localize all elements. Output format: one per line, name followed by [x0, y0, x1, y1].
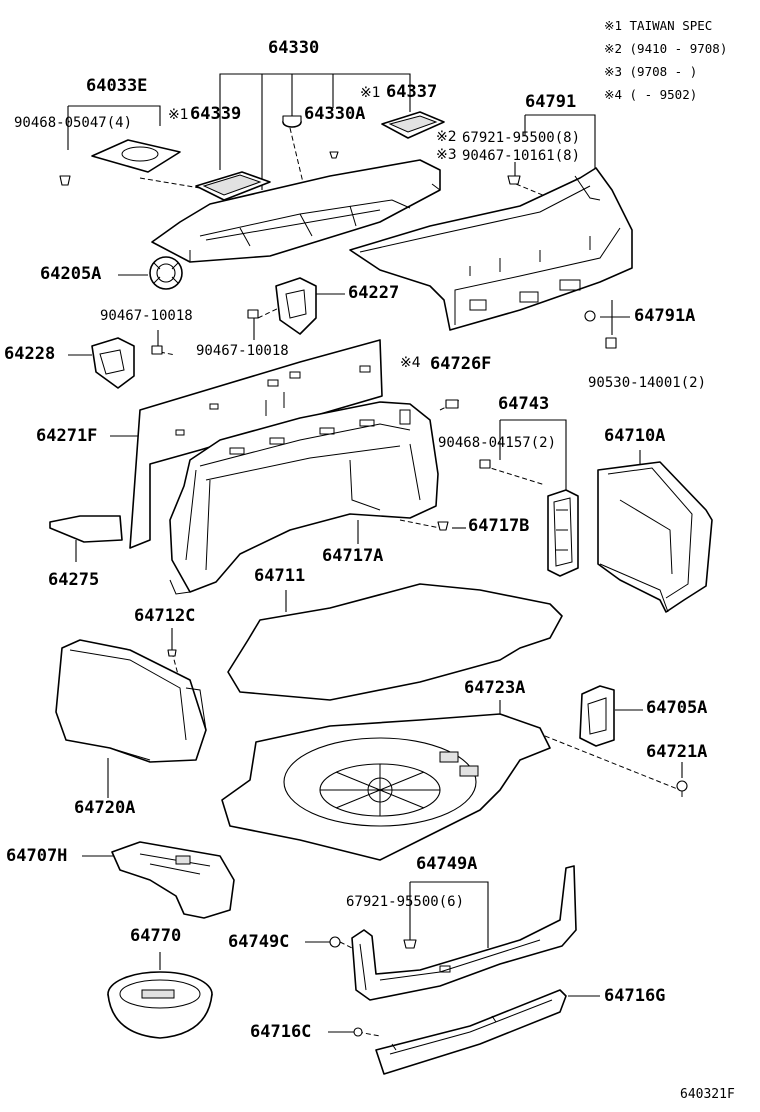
- trunk-lid-clips: [507, 175, 617, 349]
- part-label-64275: 64275: [48, 570, 100, 590]
- sill-clips: [329, 936, 417, 949]
- clip-64712C: [167, 649, 177, 657]
- package-tray-trim: [151, 159, 441, 263]
- part-label-64712C: 64712C: [134, 606, 196, 626]
- part-label-64711: 64711: [254, 566, 306, 586]
- part-label-90530-14001: 90530-14001(2): [588, 375, 707, 391]
- part-label-64726F: 64726F: [430, 354, 492, 374]
- spec-mark-4: ※4: [400, 355, 421, 371]
- part-label-64721A: 64721A: [646, 742, 708, 762]
- part-label-90467-10161: 90467-10161(8): [462, 148, 581, 164]
- tray-cover: [59, 139, 181, 186]
- part-label-64710A: 64710A: [604, 426, 666, 446]
- part-label-64723A: 64723A: [464, 678, 526, 698]
- part-label-64716G: 64716G: [604, 986, 666, 1006]
- spec-mark-3: ※3: [436, 147, 457, 163]
- spec-mark-2: ※2: [436, 129, 457, 145]
- spec-mark-taiwan-a: ※1: [168, 107, 189, 123]
- part-label-64705A: 64705A: [646, 698, 708, 718]
- clip-64716C: [353, 1027, 363, 1037]
- bracket-64228: [91, 337, 163, 389]
- right-side-trim: [597, 461, 713, 613]
- trunk-floor-mat: [227, 583, 563, 701]
- part-label-64720A: 64720A: [74, 798, 136, 818]
- lower-front-trim: [49, 515, 123, 543]
- jack-holder: [111, 841, 235, 919]
- part-label-64337: 64337: [386, 82, 438, 102]
- clip-64330A: [329, 151, 339, 159]
- part-label-64707H: 64707H: [6, 846, 68, 866]
- part-label-64205A: 64205A: [40, 264, 102, 284]
- part-label-64339: 64339: [190, 104, 242, 124]
- part-label-64749C: 64749C: [228, 932, 290, 952]
- part-label-64791A: 64791A: [634, 306, 696, 326]
- part-label-64033E: 64033E: [86, 76, 148, 96]
- part-label-64228: 64228: [4, 344, 56, 364]
- part-label-64227: 64227: [348, 283, 400, 303]
- trunk-sill-plate: [351, 865, 577, 1001]
- part-label-64330: 64330: [268, 38, 320, 58]
- small-cover-64705A: [579, 685, 615, 747]
- trunk-lid-trim: [349, 167, 633, 331]
- legend-note-2: ※2 (9410 - 9708): [604, 41, 728, 56]
- part-label-64743: 64743: [498, 394, 550, 414]
- bumper-step-plate: [375, 989, 567, 1075]
- trunk-floor-spare-well: [221, 713, 551, 861]
- part-label-64749A: 64749A: [416, 854, 478, 874]
- part-label-90468-05047: 90468-05047(4): [14, 115, 133, 131]
- tray-cap: [282, 115, 302, 128]
- part-label-90467-10018-upper: 90467-10018: [100, 308, 193, 324]
- clip-64721A: [676, 780, 688, 797]
- spec-mark-taiwan-b: ※1: [360, 85, 381, 101]
- part-label-64330A: 64330A: [304, 104, 366, 124]
- part-label-64791: 64791: [525, 92, 577, 112]
- part-label-90468-04157: 90468-04157(2): [438, 435, 557, 451]
- part-label-90467-10018-lower: 90467-10018: [196, 343, 289, 359]
- compartment-side-trim: [169, 401, 439, 595]
- part-label-67921-95500-6: 67921-95500(6): [346, 894, 465, 910]
- figure-id: 640321F: [680, 1087, 735, 1102]
- speaker-ring: [149, 256, 183, 290]
- trim-clips: [437, 399, 459, 531]
- left-storage-box: [55, 639, 207, 763]
- part-label-64770: 64770: [130, 926, 182, 946]
- part-label-64717A: 64717A: [322, 546, 384, 566]
- part-label-64717B: 64717B: [468, 516, 530, 536]
- side-plate-64743: [479, 459, 579, 577]
- part-label-64271F: 64271F: [36, 426, 98, 446]
- part-label-67921-95500-8: 67921-95500(8): [462, 130, 581, 146]
- legend-note-4: ※4 ( - 9502): [604, 87, 698, 102]
- bracket-64227: [247, 277, 317, 335]
- legend-note-3: ※3 (9708 - ): [604, 64, 698, 79]
- tool-tray: [107, 971, 213, 1039]
- speaker-grille-right: [381, 111, 445, 139]
- part-label-64716C: 64716C: [250, 1022, 312, 1042]
- speaker-grille-left: [195, 171, 271, 201]
- legend-note-1: ※1 TAIWAN SPEC: [604, 18, 713, 33]
